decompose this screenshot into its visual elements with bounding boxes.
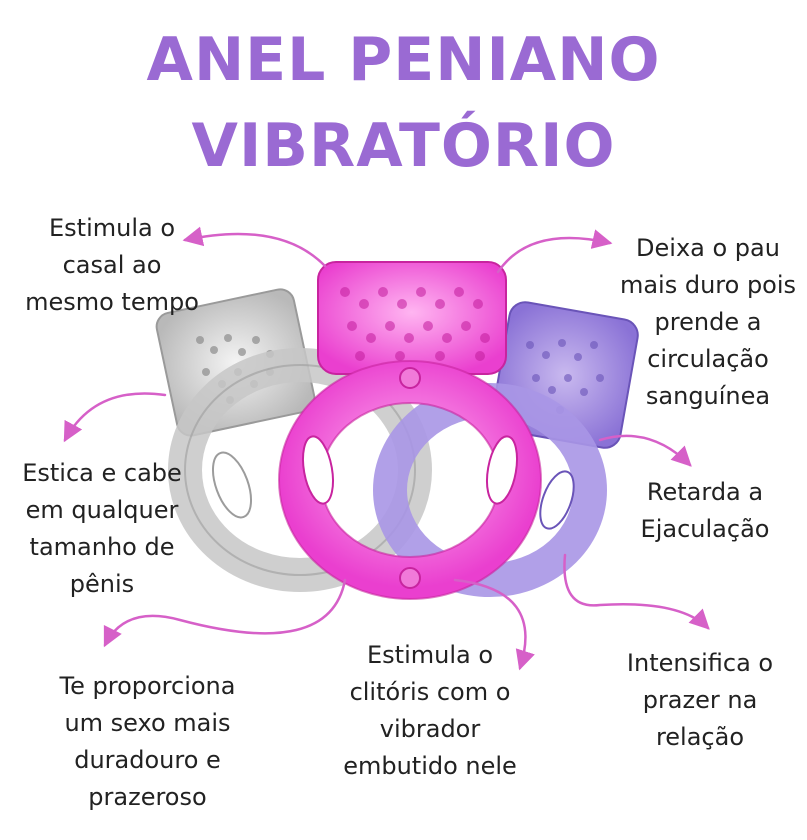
- callout-line: Intensifica o: [626, 649, 774, 677]
- callout-line: Te proporciona: [59, 672, 236, 700]
- callout-line: Estimula o: [48, 214, 176, 242]
- callout-line: casal ao: [62, 251, 162, 279]
- callout-line: em qualquer: [25, 496, 179, 524]
- title-line-2: VIBRATÓRIO: [191, 111, 616, 181]
- callout-line: Ejaculação: [640, 515, 770, 543]
- callout-line: duradouro e: [74, 746, 221, 774]
- callout-proporciona: Te proporciona um sexo mais duradouro e …: [40, 668, 255, 816]
- callout-line: relação: [655, 723, 745, 751]
- callout-line: prazeroso: [88, 783, 207, 811]
- callout-clitoris: Estimula o clitóris com o vibrador embut…: [335, 637, 525, 785]
- callout-line: mesmo tempo: [25, 288, 199, 316]
- clear-ring: [155, 288, 432, 592]
- arrow-to-retarda: [598, 434, 692, 467]
- arrow-to-estica-cabe: [63, 392, 167, 443]
- callout-line: prende a: [654, 308, 762, 336]
- callout-line: Retarda a: [646, 478, 764, 506]
- callout-line: circulação: [647, 345, 769, 373]
- callout-intensifica: Intensifica o prazer na relação: [600, 645, 800, 756]
- arrow-to-intensifica: [563, 553, 710, 630]
- callout-line: pênis: [69, 570, 135, 598]
- callout-line: clitóris com o: [349, 678, 511, 706]
- callout-line: tamanho de: [29, 533, 175, 561]
- callout-line: Deixa o pau: [636, 234, 780, 262]
- arrow-to-estimula-casal: [182, 226, 327, 268]
- callout-line: um sexo mais: [64, 709, 231, 737]
- callout-retarda: Retarda a Ejaculação: [630, 474, 780, 548]
- arrow-to-proporciona: [103, 578, 347, 648]
- callout-line: Estica e cabe: [22, 459, 182, 487]
- pink-ring: [278, 261, 542, 600]
- callout-deixa-duro: Deixa o pau mais duro pois prende a circ…: [612, 230, 804, 415]
- callout-line: prazer na: [642, 686, 758, 714]
- arrow-to-deixa-duro: [496, 229, 613, 274]
- callout-line: sanguínea: [645, 382, 771, 410]
- callout-line: vibrador: [379, 715, 481, 743]
- callout-estica-cabe: Estica e cabe em qualquer tamanho de pên…: [12, 455, 192, 603]
- callout-line: Estimula o: [366, 641, 494, 669]
- title-line-1: ANEL PENIANO: [146, 25, 661, 95]
- callout-line: mais duro pois: [619, 271, 797, 299]
- callout-line: embutido nele: [343, 752, 517, 780]
- callout-estimula-casal: Estimula o casal ao mesmo tempo: [12, 210, 212, 321]
- arrow-to-clitoris: [453, 578, 535, 671]
